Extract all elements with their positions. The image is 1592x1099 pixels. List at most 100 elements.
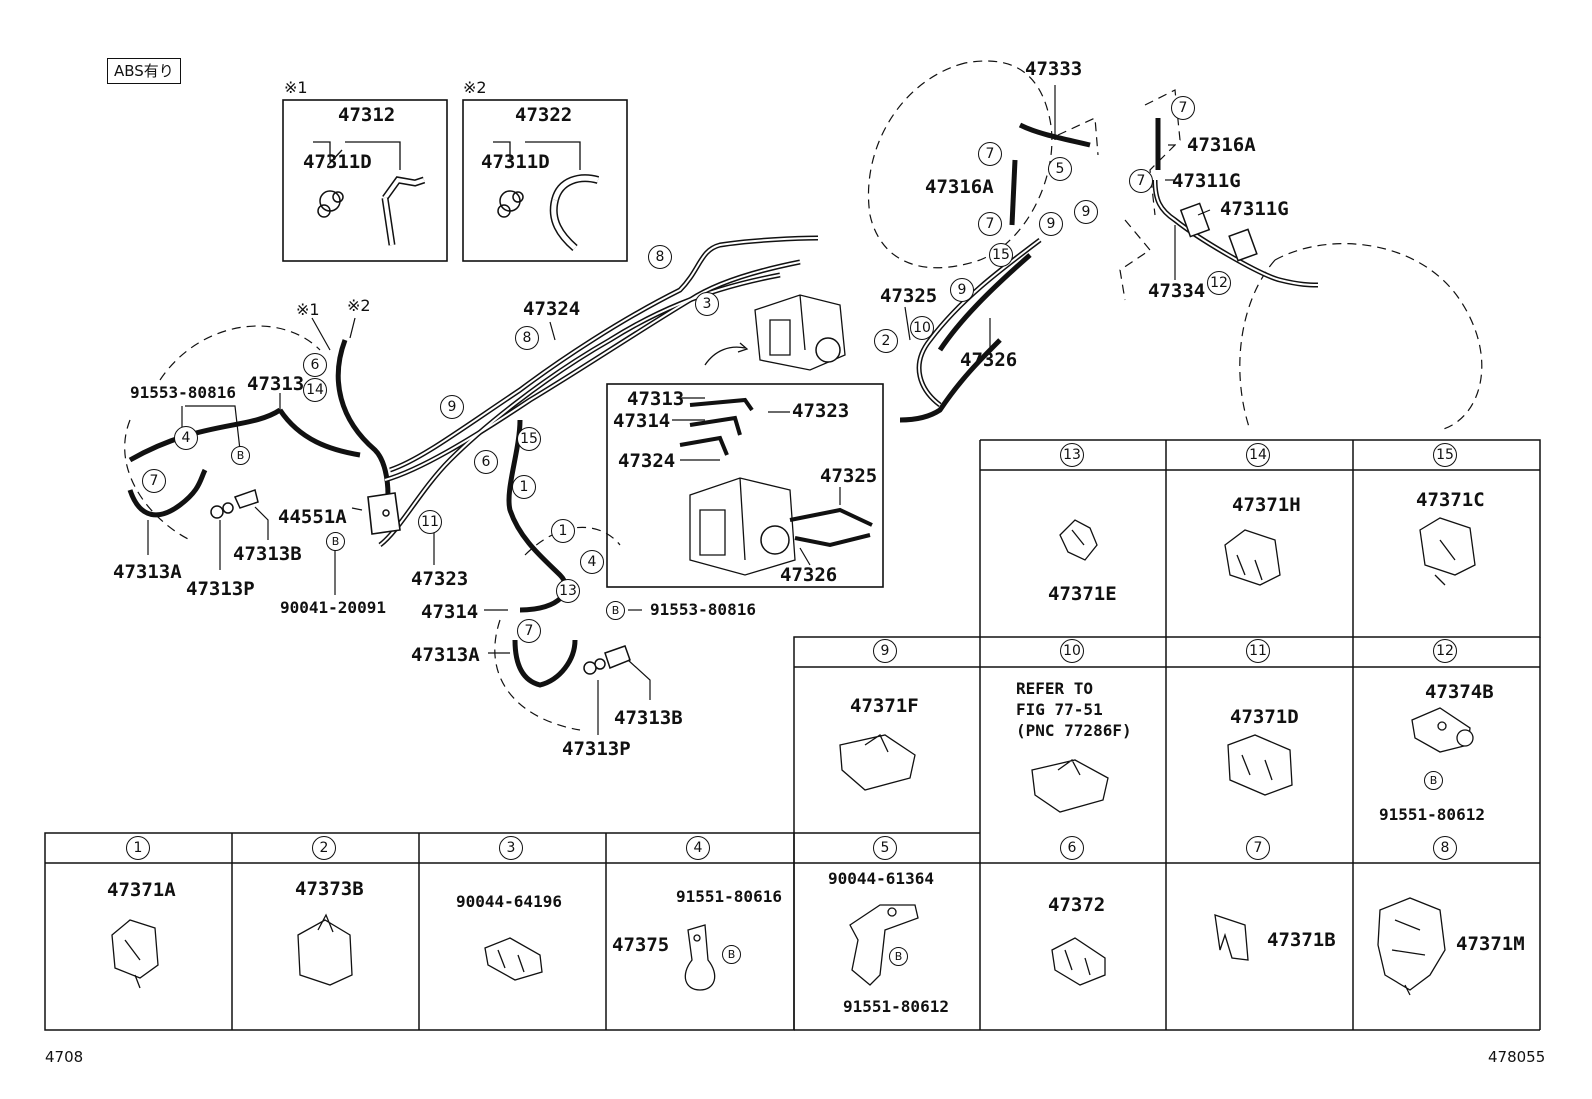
table-note-refer: REFER TO FIG 77-51 (PNC 77286F)	[1016, 679, 1132, 740]
table-num-2: 2	[312, 836, 336, 860]
callout-7c: 7	[1129, 169, 1153, 193]
inset-2-sub: 47311D	[481, 151, 550, 173]
callout-12: 12	[1207, 271, 1231, 295]
callout-4a: 4	[174, 426, 198, 450]
table-num-9: 9	[873, 639, 897, 663]
table-num-15: 15	[1433, 443, 1457, 467]
abs-label-47326: 47326	[780, 564, 838, 586]
footer-left: 4708	[45, 1048, 84, 1066]
callout-1b: 1	[551, 519, 575, 543]
label-47316A-mid: 47316A	[925, 176, 994, 198]
table-num-14: 14	[1246, 443, 1270, 467]
label-47313A-left: 47313A	[113, 561, 182, 583]
table-sub-12: 91551-80612	[1379, 805, 1485, 824]
label-47311G-a: 47311G	[1172, 170, 1241, 192]
callout-7e: 7	[142, 469, 166, 493]
label-44551A: 44551A	[278, 506, 347, 528]
table-part-47371C: 47371C	[1416, 489, 1485, 511]
callout-2: 2	[874, 329, 898, 353]
label-47314: 47314	[421, 601, 479, 623]
table-part-47371E: 47371E	[1048, 583, 1117, 605]
table-part-47372: 47372	[1048, 894, 1106, 916]
table-num-10: 10	[1060, 639, 1084, 663]
brake-lines-inner	[379, 179, 1319, 546]
callout-15b: 15	[517, 427, 541, 451]
callout-9d: 9	[440, 395, 464, 419]
label-47313A-mid: 47313A	[411, 644, 480, 666]
table-part-47371M: 47371M	[1456, 933, 1525, 955]
table-part-47371D: 47371D	[1230, 706, 1299, 728]
callout-1a: 1	[512, 475, 536, 499]
table-num-11: 11	[1246, 639, 1270, 663]
inset-1-title: 47312	[338, 104, 396, 126]
clip-sketches	[111, 517, 1476, 996]
callout-5: 5	[1048, 157, 1072, 181]
callout-7a: 7	[1171, 96, 1195, 120]
label-47313P-mid: 47313P	[562, 738, 631, 760]
inset-1-mark: ※1	[284, 78, 308, 97]
label-47313B-left: 47313B	[233, 543, 302, 565]
label-47323-left: 47323	[411, 568, 469, 590]
callout-7f: 7	[517, 619, 541, 643]
table-part-47373B: 47373B	[295, 878, 364, 900]
label-47334: 47334	[1148, 280, 1206, 302]
footer-right: 478055	[1488, 1048, 1546, 1066]
table-part-90044-61364: 90044-61364	[828, 869, 934, 888]
callout-8b: 8	[515, 326, 539, 350]
table-part-47371A: 47371A	[107, 879, 176, 901]
inset-1-sub: 47311D	[303, 151, 372, 173]
label-47313B-mid: 47313B	[614, 707, 683, 729]
inset-box-1-frame	[282, 99, 448, 262]
inset-2-title: 47322	[515, 104, 573, 126]
callout-10: 10	[910, 316, 934, 340]
label-91553-left: 91553-80816	[130, 383, 236, 402]
callout-7b: 7	[978, 142, 1002, 166]
label-47325: 47325	[880, 285, 938, 307]
b-mark-3: B	[606, 601, 625, 620]
table-part-90044-64196: 90044-64196	[456, 892, 562, 911]
clip-table-grid	[44, 439, 1541, 1031]
table-num-12: 12	[1433, 639, 1457, 663]
table-part-47374B: 47374B	[1425, 681, 1494, 703]
callout-6a: 6	[303, 353, 327, 377]
table-sub-4: 91551-80616	[676, 887, 782, 906]
leader-lines	[147, 85, 1211, 735]
callout-6b: 6	[474, 450, 498, 474]
abs-label-47324: 47324	[618, 450, 676, 472]
label-47333: 47333	[1025, 58, 1083, 80]
abs-tag: ABS有り	[107, 58, 181, 84]
label-47313-left: 47313	[247, 373, 305, 395]
callout-7d: 7	[978, 212, 1002, 236]
label-47326: 47326	[960, 349, 1018, 371]
abs-label-47314: 47314	[613, 410, 671, 432]
callout-9a: 9	[1039, 212, 1063, 236]
label-47313P-left: 47313P	[186, 578, 255, 600]
table-part-47375: 47375	[612, 934, 670, 956]
table-part-47371B: 47371B	[1267, 929, 1336, 951]
inset-box-2-frame	[462, 99, 628, 262]
table-num-7: 7	[1246, 836, 1270, 860]
callout-14: 14	[303, 378, 327, 402]
abs-label-47313: 47313	[627, 388, 685, 410]
table-num-3: 3	[499, 836, 523, 860]
callout-13: 13	[556, 579, 580, 603]
callout-3: 3	[695, 292, 719, 316]
table-num-6: 6	[1060, 836, 1084, 860]
callout-9c: 9	[950, 278, 974, 302]
table-num-8: 8	[1433, 836, 1457, 860]
callout-15a: 15	[989, 243, 1013, 267]
label-91553-mid: 91553-80816	[650, 600, 756, 619]
callout-8a: 8	[648, 245, 672, 269]
abs-label-47323: 47323	[792, 400, 850, 422]
table-num-1: 1	[126, 836, 150, 860]
label-mark-1: ※1	[296, 300, 320, 319]
table-b-5: B	[889, 947, 908, 966]
label-mark-2: ※2	[347, 296, 371, 315]
table-b-4: B	[722, 945, 741, 964]
b-mark-1: B	[231, 446, 250, 465]
b-mark-2: B	[326, 532, 345, 551]
table-b-12: B	[1424, 771, 1443, 790]
callout-9b: 9	[1074, 200, 1098, 224]
inset-2-mark: ※2	[463, 78, 487, 97]
